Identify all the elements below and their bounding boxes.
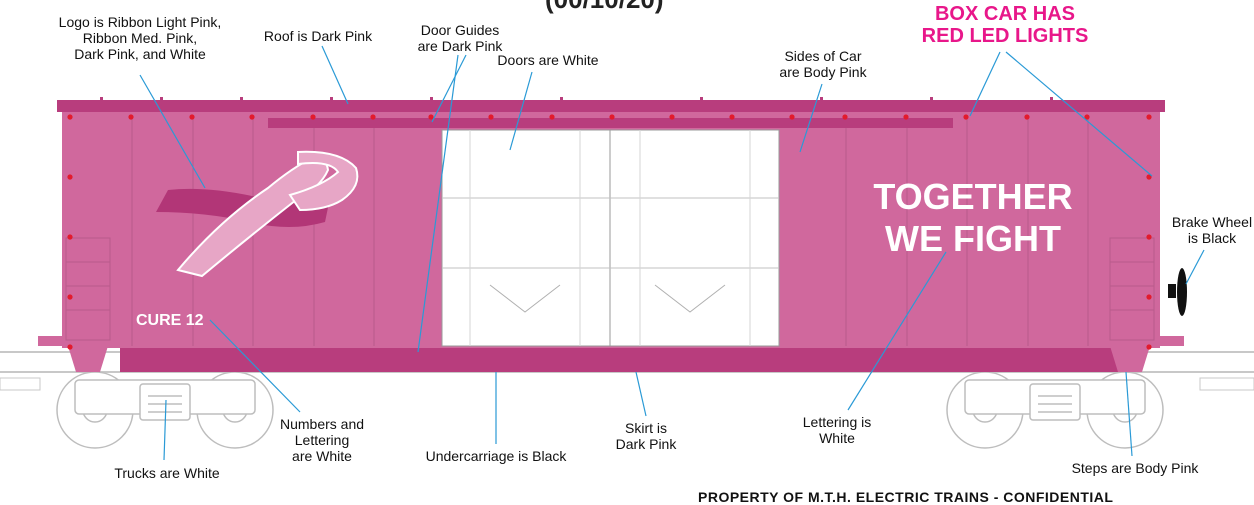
label-logo: Logo is Ribbon Light Pink, Ribbon Med. P…	[58, 14, 222, 62]
skirt	[120, 348, 1120, 372]
label-skirt: Skirt is Dark Pink	[615, 420, 677, 452]
steps-right	[1110, 346, 1150, 372]
label-numbers: Numbers and Lettering are White	[279, 416, 365, 464]
truck-right	[946, 371, 1164, 449]
doors	[441, 129, 780, 347]
confidential-footer: PROPERTY OF M.T.H. ELECTRIC TRAINS - CON…	[698, 489, 1114, 505]
label-door-guides: Door Guides are Dark Pink	[417, 22, 503, 54]
label-undercarriage: Undercarriage is Black	[425, 448, 567, 464]
label-doors: Doors are White	[497, 52, 599, 68]
steps-left	[68, 346, 108, 372]
label-sides: Sides of Car are Body Pink	[779, 48, 867, 80]
label-roof: Roof is Dark Pink	[263, 28, 373, 44]
label-brake-wheel: Brake Wheel is Black	[1171, 214, 1253, 246]
car-number: CURE 12	[136, 312, 204, 329]
brake-wheel	[1168, 268, 1187, 316]
leader-lines	[139, 45, 1205, 461]
roof	[57, 100, 1165, 112]
car-slogan: TOGETHER WE FIGHT	[873, 176, 1073, 259]
led-callout: BOX CAR HAS RED LED LIGHTS	[921, 3, 1089, 47]
label-steps: Steps are Body Pink	[1071, 460, 1199, 476]
date-heading: (00/10/20)	[545, 0, 664, 12]
truck-left	[56, 371, 274, 449]
door-guide-top	[268, 118, 953, 128]
ribbon-logo	[156, 150, 359, 278]
label-lettering: Lettering is White	[802, 414, 872, 446]
led-lights	[67, 114, 1152, 350]
label-trucks: Trucks are White	[114, 465, 220, 481]
car-body	[38, 97, 1187, 372]
